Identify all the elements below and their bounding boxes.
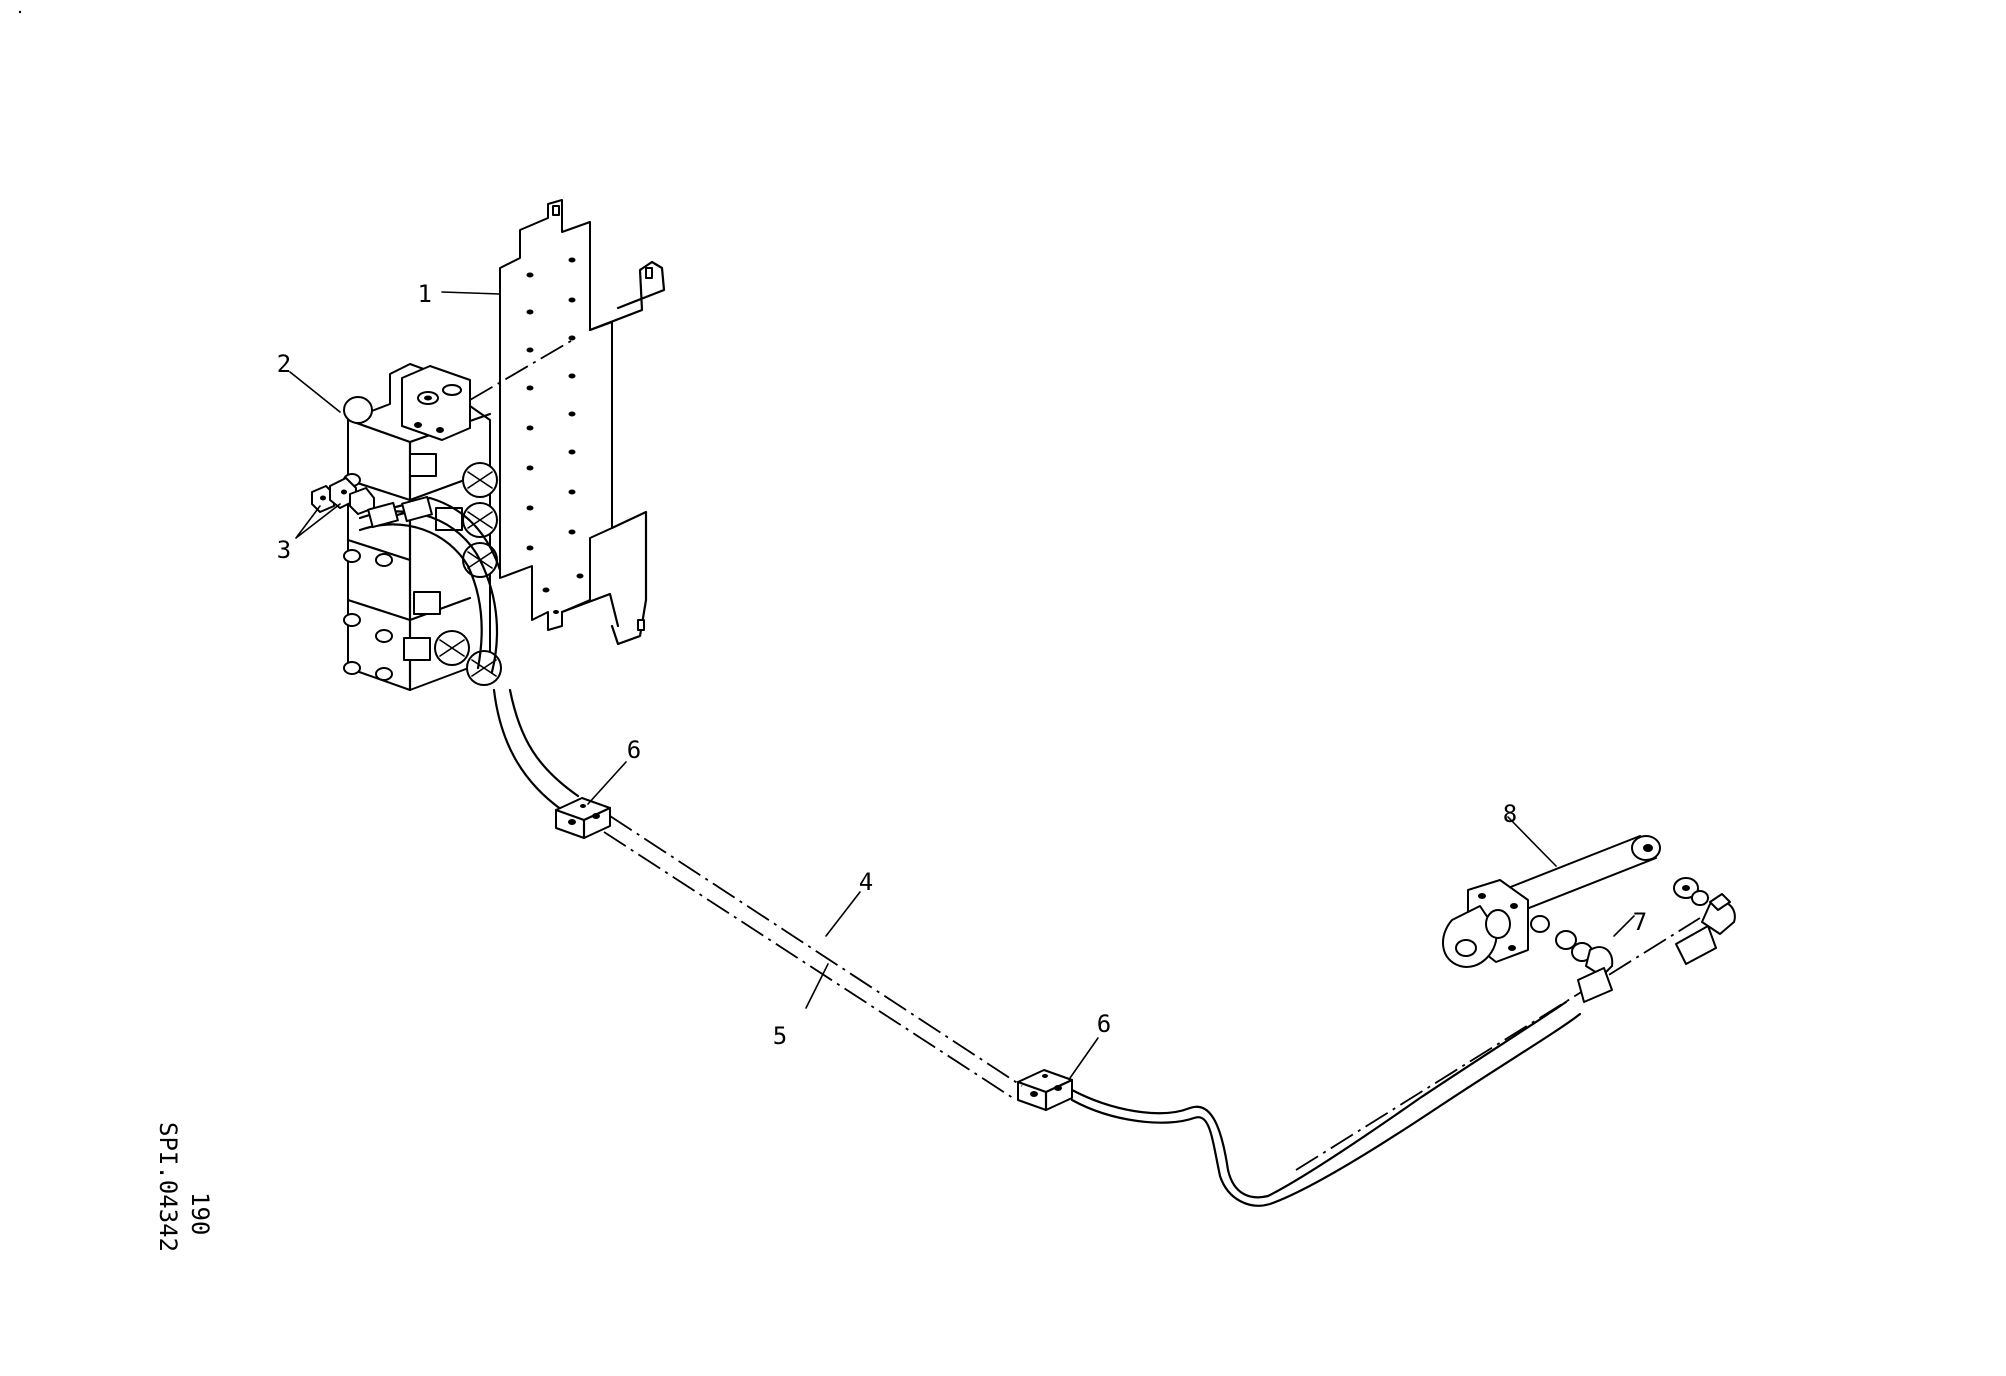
callout-5: 5 bbox=[773, 1022, 787, 1050]
bracket-holes bbox=[526, 257, 584, 614]
callout-6-upper: 6 bbox=[627, 736, 641, 764]
drawing-number: 190 bbox=[186, 1192, 214, 1235]
callout-3: 3 bbox=[277, 536, 291, 564]
fittings bbox=[1555, 877, 1736, 1003]
adapters bbox=[311, 477, 375, 515]
stray-dot bbox=[18, 10, 22, 14]
callout-labels: 1 2 3 6 4 5 6 8 7 bbox=[277, 280, 1647, 1050]
side-ports bbox=[343, 473, 393, 681]
drawing-reference: 190 SPI.04342 bbox=[154, 1122, 214, 1252]
drawing-code: SPI.04342 bbox=[154, 1122, 182, 1252]
mounting-bracket bbox=[469, 199, 666, 646]
callout-2: 2 bbox=[277, 350, 291, 378]
callout-6-lower: 6 bbox=[1097, 1010, 1111, 1038]
hose-clamp-lower bbox=[1016, 1069, 1074, 1112]
callout-4: 4 bbox=[859, 868, 873, 896]
valve-hoses bbox=[358, 495, 580, 812]
hose-loop bbox=[1070, 917, 1701, 1207]
callout-8: 8 bbox=[1503, 800, 1517, 828]
hydraulic-cylinder bbox=[1441, 835, 1661, 968]
valve-knobs bbox=[343, 396, 502, 686]
leader-lines bbox=[289, 291, 1635, 1079]
callout-1: 1 bbox=[418, 280, 432, 308]
hose-clamp-upper bbox=[554, 797, 612, 840]
hose-run bbox=[603, 815, 1023, 1101]
control-valve-block bbox=[343, 363, 502, 692]
callout-7: 7 bbox=[1633, 908, 1647, 936]
